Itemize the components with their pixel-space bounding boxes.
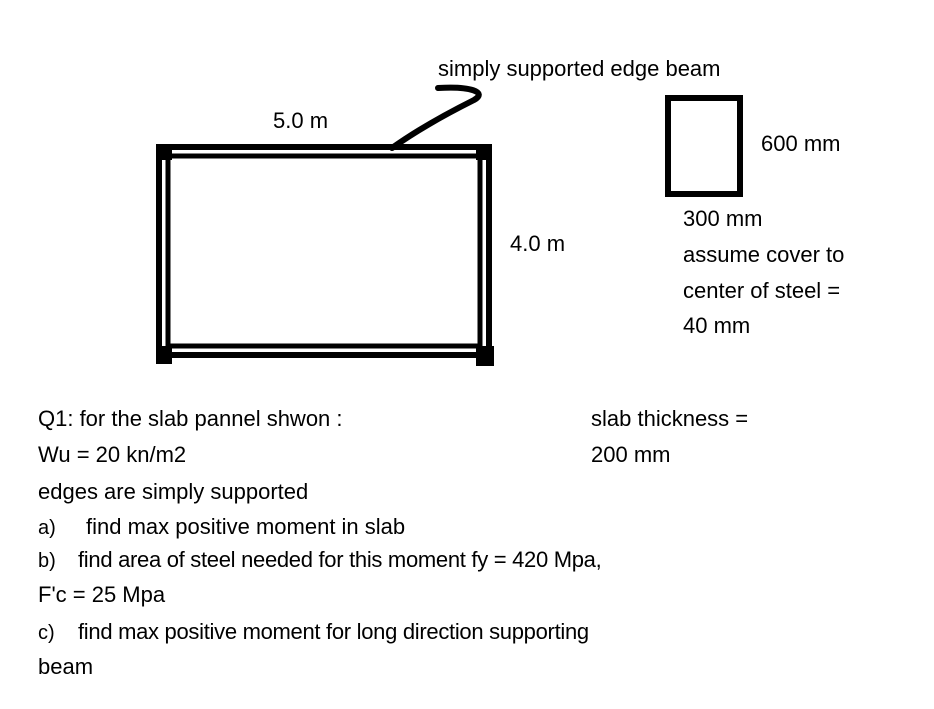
beam-height-label: 600 mm <box>761 131 841 156</box>
slab-thickness-line1: slab thickness = <box>591 406 749 431</box>
question-item-c: c) find max positive moment for long dire… <box>38 619 589 646</box>
item-marker: c) <box>38 622 55 644</box>
question-load: Wu = 20 kn/m2 <box>38 442 187 467</box>
question-item-b-cont: F'c = 25 Mpa <box>38 582 166 607</box>
item-text: find max positive moment in slab <box>86 514 406 539</box>
question-item-a: a) find max positive moment in slab <box>38 514 405 541</box>
item-marker: a) <box>38 517 56 539</box>
cover-note-line1: assume cover to <box>683 242 845 267</box>
question-support: edges are simply supported <box>38 479 309 504</box>
question-item-b: b) find area of steel needed for this mom… <box>38 547 602 574</box>
slab-short-dimension: 4.0 m <box>510 231 566 256</box>
cover-note-line3: 40 mm <box>683 313 751 338</box>
beam-cross-section <box>665 95 743 197</box>
item-marker: b) <box>38 550 56 572</box>
item-text: find area of steel needed for this momen… <box>78 547 602 572</box>
slab-long-dimension: 5.0 m <box>273 108 329 133</box>
beam-callout-label: simply supported edge beam <box>438 56 721 81</box>
slab-panel-outline <box>156 144 494 366</box>
question-title: Q1: for the slab pannel shwon : <box>38 406 343 431</box>
callout-pointer <box>389 84 482 151</box>
beam-width-label: 300 mm <box>683 206 763 231</box>
question-item-c-cont: beam <box>38 654 94 679</box>
cover-note-line2: center of steel = <box>683 278 841 303</box>
item-text: find max positive moment for long direct… <box>78 619 589 644</box>
slab-thickness-line2: 200 mm <box>591 442 671 467</box>
